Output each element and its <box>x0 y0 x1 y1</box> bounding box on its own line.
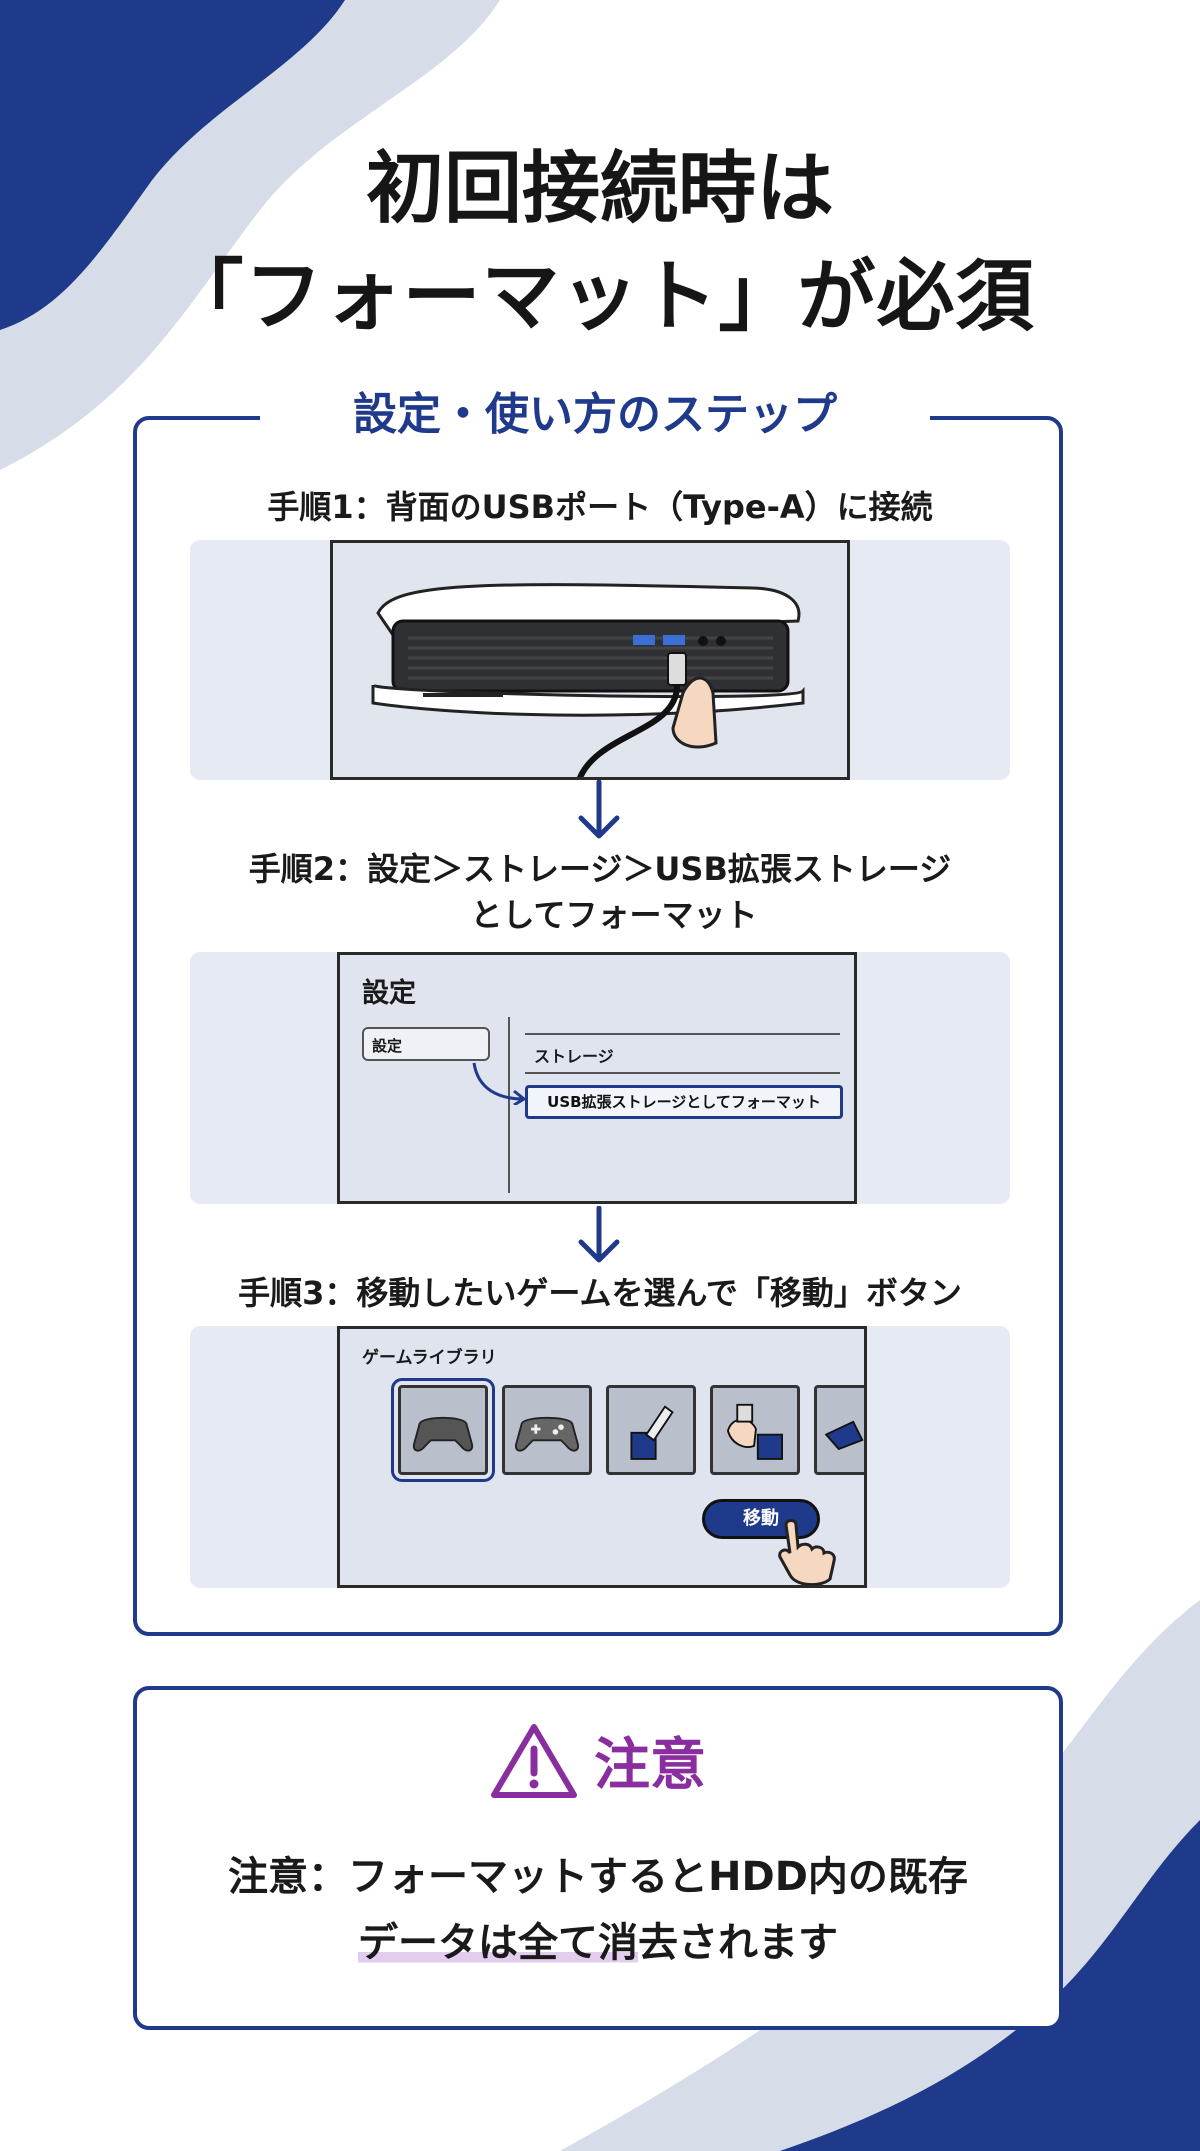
caution-header: 注意 <box>133 1720 1063 1820</box>
settings-divider <box>508 1017 510 1193</box>
game-tiles-row <box>391 1378 864 1485</box>
game-tile[interactable] <box>391 1378 495 1482</box>
gamepad-icon <box>412 1416 474 1452</box>
step2-label-line2: としてフォーマット <box>470 896 758 934</box>
page-title-line1: 初回接続時は <box>365 144 834 234</box>
step1-illustration-panel <box>190 540 1010 780</box>
game-tile[interactable] <box>502 1385 592 1475</box>
caution-box <box>133 1686 1063 2030</box>
step2-label-line1: 手順2：設定＞ストレージ＞USB拡張ストレージ <box>248 850 952 888</box>
curved-arrow-icon <box>472 1062 527 1105</box>
game-art-icon <box>824 1420 864 1451</box>
caution-highlight: データは全て消 <box>358 1920 638 1966</box>
caution-label: 注意 <box>594 1733 706 1798</box>
page-title-line2: 「フォーマット」が必須 <box>165 252 1035 342</box>
game-tile[interactable] <box>710 1385 800 1475</box>
step2-illustration-panel: 設定 設定 ストレージ USB拡張ストレージとしてフォーマット <box>190 952 1010 1204</box>
settings-separator <box>525 1033 840 1035</box>
steps-heading: 設定・使い方のステップ <box>260 384 930 446</box>
game-library-screen-mock: ゲームライブラリ <box>337 1326 867 1588</box>
settings-separator <box>525 1072 840 1074</box>
settings-menu-item[interactable]: 設定 <box>362 1027 490 1061</box>
caution-text-line2: データは全て消去されます <box>133 1910 1063 1976</box>
pointing-hand-icon <box>778 1519 836 1585</box>
warning-icon <box>491 1723 577 1798</box>
usb-drive-icon <box>630 1405 674 1460</box>
console-usb-connection-illustration <box>371 583 805 777</box>
step3-label: 手順3：移動したいゲームを選んで「移動」ボタン <box>238 1274 962 1312</box>
usb-format-option[interactable]: USB拡張ストレージとしてフォーマット <box>525 1085 843 1119</box>
game-tile[interactable] <box>606 1385 696 1475</box>
down-arrow-icon <box>578 780 620 839</box>
caution-text: 注意：フォーマットするとHDD内の既存 データは全て消去されます <box>133 1844 1063 1976</box>
step2-label: 手順2：設定＞ストレージ＞USB拡張ストレージ としてフォーマット <box>140 846 1060 938</box>
game-tile[interactable] <box>814 1385 864 1475</box>
caution-text-line1: 注意：フォーマットするとHDD内の既存 <box>228 1854 968 1900</box>
step1-illustration-frame <box>330 540 850 780</box>
settings-storage-item[interactable]: ストレージ <box>534 1047 614 1066</box>
step3-illustration-panel: ゲームライブラリ <box>190 1326 1010 1588</box>
move-button[interactable]: 移動 <box>702 1499 820 1539</box>
down-arrow-icon <box>578 1206 620 1263</box>
step1-label: 手順1：背面のUSBポート（Type-A）に接続 <box>267 488 933 526</box>
settings-screen-title: 設定 <box>362 978 416 1009</box>
gamepad-icon <box>514 1416 580 1452</box>
hand-usb-icon <box>726 1403 784 1460</box>
caution-text-line2-rest: 去されます <box>638 1920 838 1966</box>
settings-screen-mock: 設定 設定 ストレージ USB拡張ストレージとしてフォーマット <box>337 952 857 1204</box>
game-library-title: ゲームライブラリ <box>362 1348 497 1368</box>
